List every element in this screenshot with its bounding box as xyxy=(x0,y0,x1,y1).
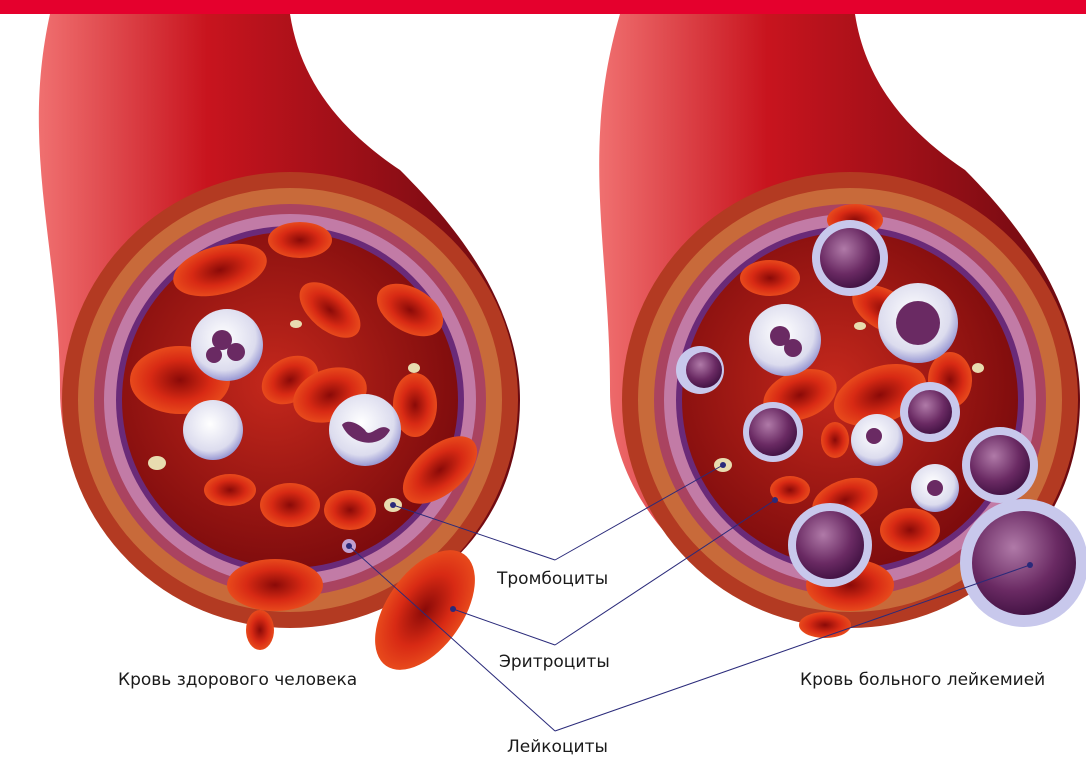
leukemia-blood-label: Кровь больного лейкемией xyxy=(800,670,1045,690)
erythrocytes-label: Эритроциты xyxy=(499,652,610,672)
leukocytes-label: Лейкоциты xyxy=(507,737,608,757)
healthy-blood-label: Кровь здорового человека xyxy=(118,670,357,690)
erythrocyte-leader-left xyxy=(453,609,555,645)
platelets-label: Тромбоциты xyxy=(497,569,608,589)
healthy-vessel xyxy=(39,14,520,628)
